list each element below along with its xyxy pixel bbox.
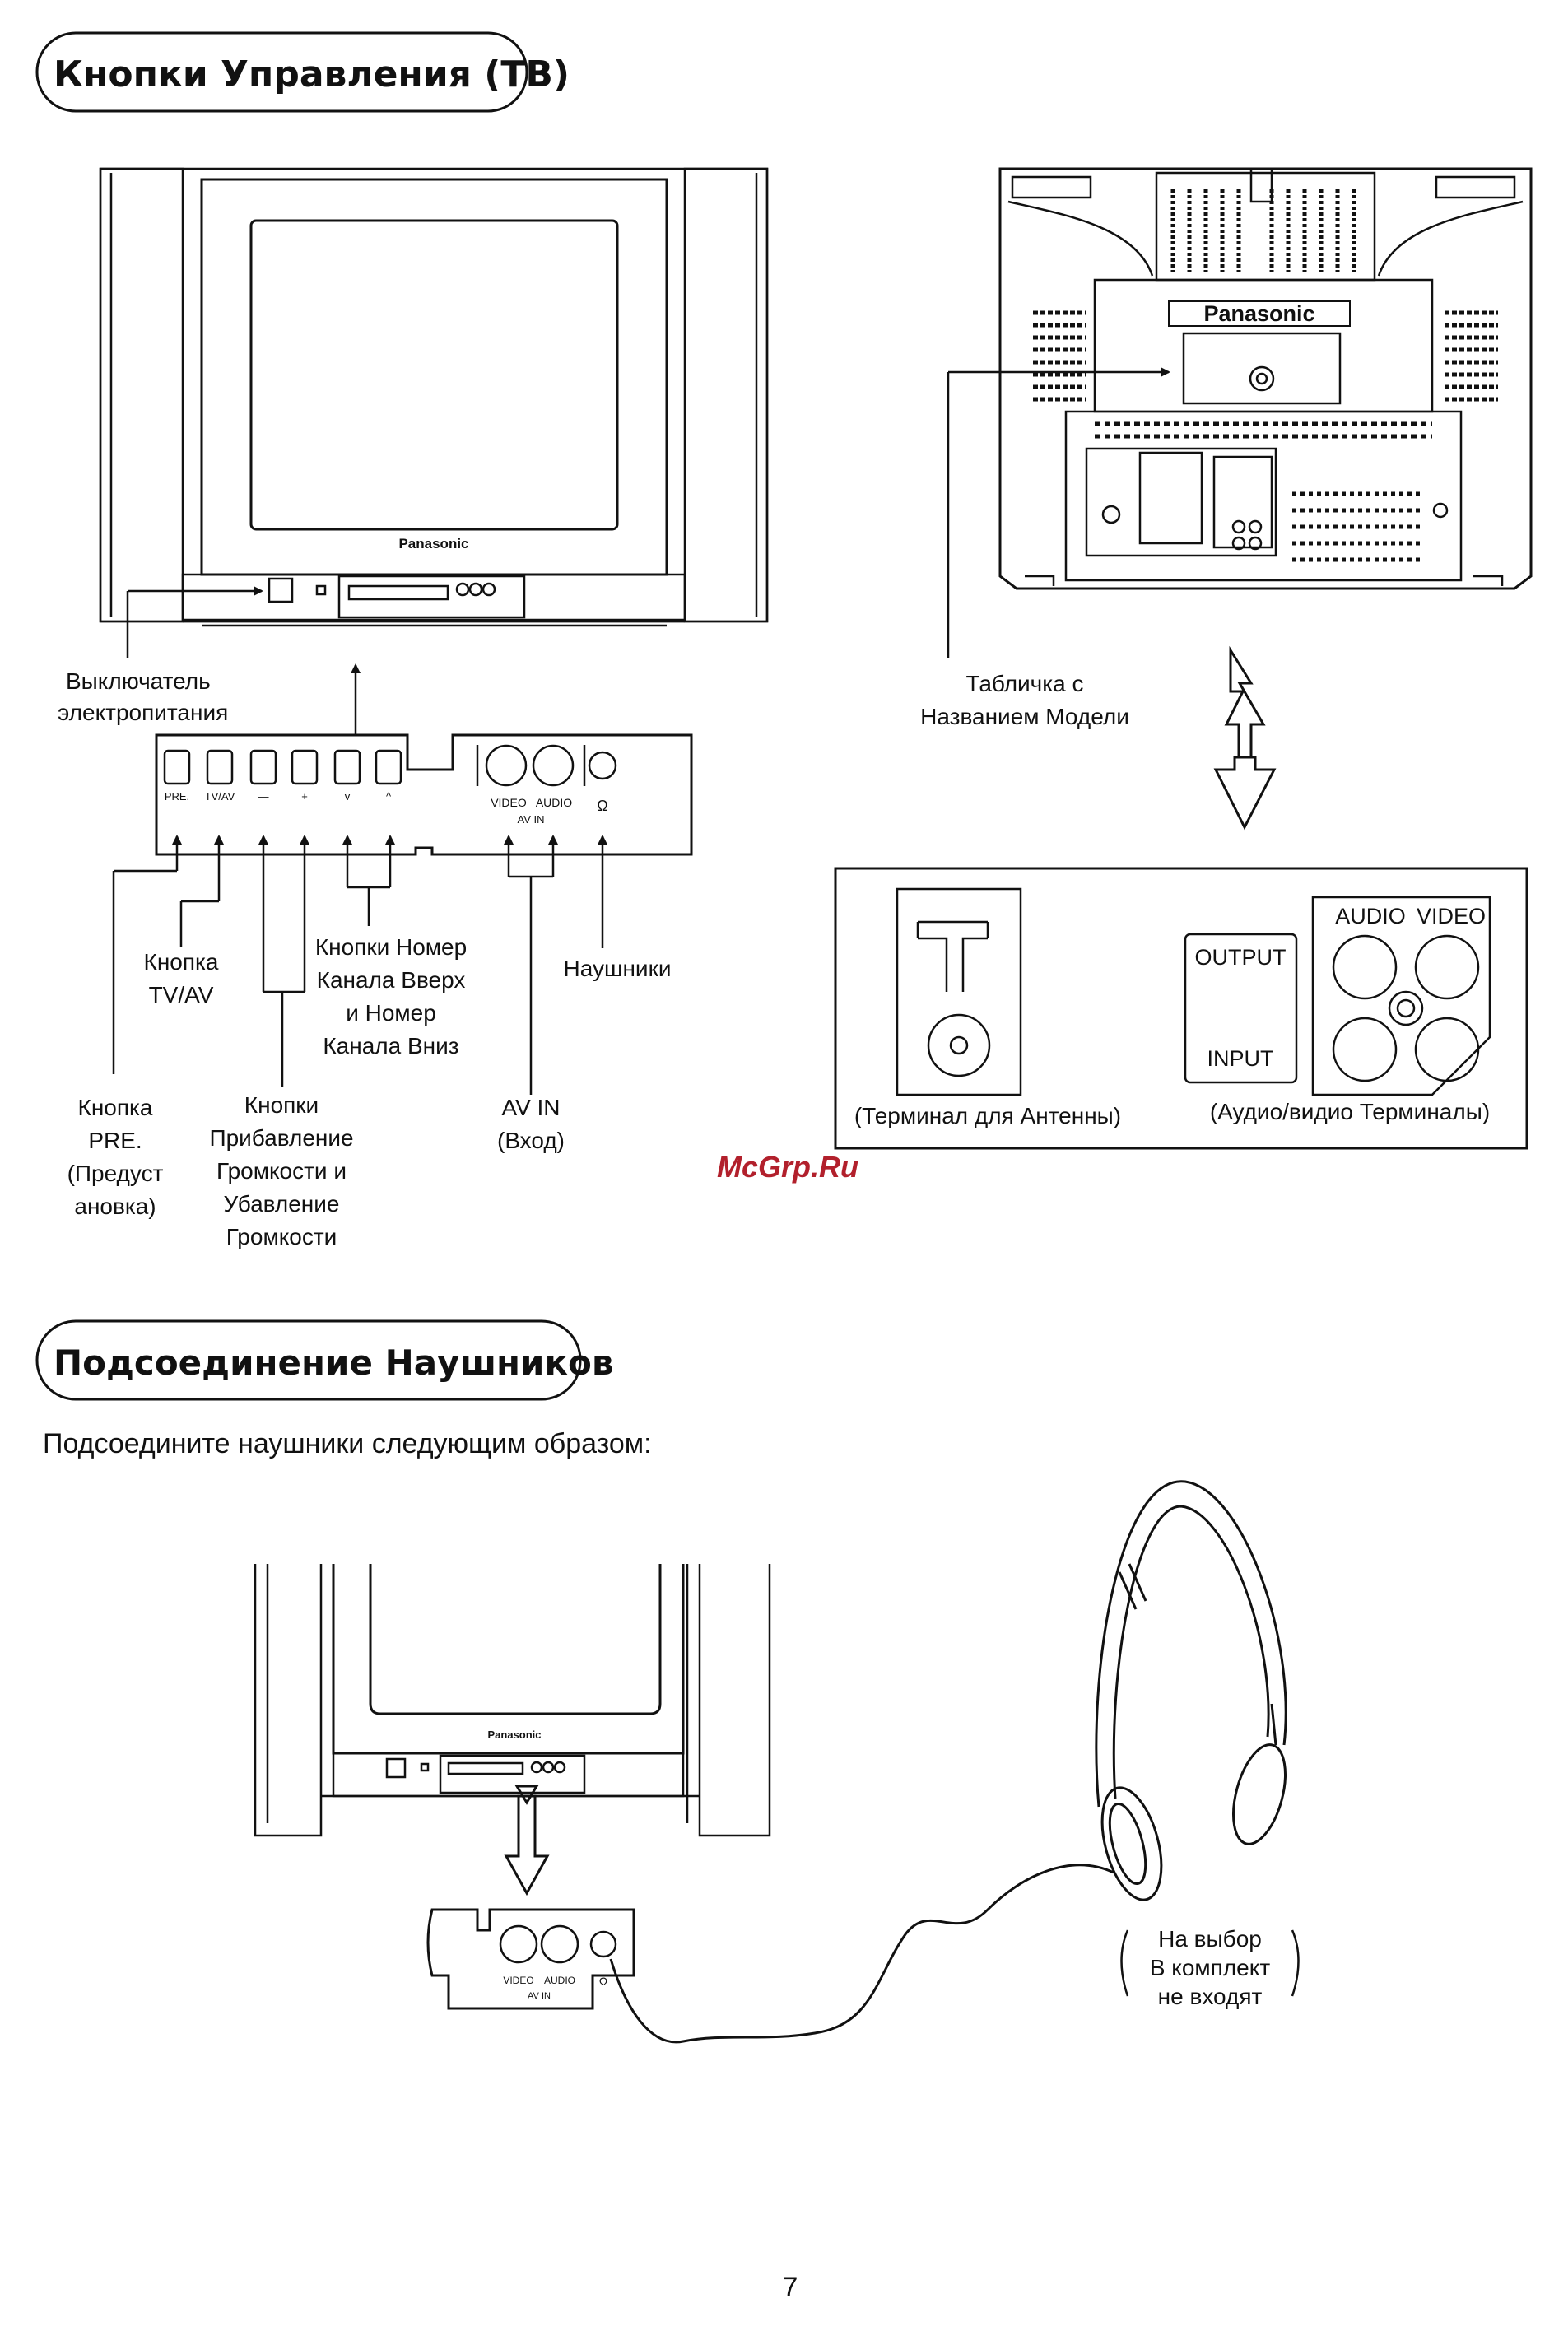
channel-label-4: Канала Вниз [323, 1033, 458, 1059]
panel-jack-video [485, 744, 528, 787]
panel-label-video: VIDEO [491, 796, 527, 809]
terminal-output-label: OUTPUT [1195, 945, 1287, 970]
model-plate-label-1: Табличка с [966, 671, 1084, 696]
pre-label-1: Кнопка [78, 1095, 153, 1120]
panel-label-tvav: TV/AV [205, 790, 235, 803]
panel-label-voldown: — [258, 790, 269, 803]
section2-instruction: Подсоедините наушники следующим образом: [43, 1428, 652, 1459]
pre-label-3: (Предуст [67, 1161, 164, 1186]
volume-label-4: Убавление [224, 1191, 340, 1217]
panel-jack-phones [588, 751, 617, 780]
panel-label-chup: ^ [386, 790, 392, 803]
closeup-label-video: VIDEO [503, 1975, 533, 1986]
control-panel-drawing [155, 733, 693, 856]
headphones-note-1: На выбор [1158, 1926, 1262, 1952]
tv-lower-drawing [254, 1564, 771, 1896]
headphones-note-3: не входят [1158, 1984, 1263, 2009]
tv-front-brand: Panasonic [398, 536, 468, 551]
volume-label-3: Громкости и [216, 1158, 347, 1184]
tv-back-drawing [998, 167, 1533, 590]
terminal-audio-label: AUDIO [1335, 904, 1406, 928]
panel-label-volup: + [301, 790, 308, 803]
section1-title-frame [35, 31, 528, 113]
power-switch-label-2: электропитания [58, 700, 228, 725]
panel-button-chup [375, 749, 402, 785]
antenna-terminal-caption: (Терминал для Антенны) [854, 1103, 1121, 1128]
volume-label-1: Кнопки [244, 1092, 319, 1118]
panel-button-voldown [249, 749, 277, 785]
terminal-video-label: VIDEO [1417, 904, 1486, 928]
section1-title: Кнопки Управления (ТВ) [54, 54, 570, 95]
tv-back-brand: Panasonic [1203, 301, 1314, 326]
output-input-terminal [1184, 933, 1298, 1084]
panel-label-chdown: v [345, 790, 351, 803]
note-bracket-right [1291, 1929, 1300, 1997]
note-bracket-left [1120, 1929, 1129, 1997]
avin-label-1: AV IN [501, 1095, 560, 1120]
volume-label-5: Громкости [226, 1224, 337, 1249]
panel-button-volup [291, 749, 319, 785]
model-plate-label-2: Названием Модели [920, 704, 1129, 729]
tv-front-drawing [99, 167, 769, 627]
watermark: McGrp.Ru [717, 1150, 858, 1184]
panel-closeup-drawing [426, 1908, 635, 2010]
panel-jack-audio [532, 744, 575, 787]
page-number: 7 [783, 2272, 798, 2303]
panel-label-avin: AV IN [518, 813, 545, 826]
closeup-label-avin: AV IN [528, 1991, 551, 2001]
section2-title: Подсоединение Наушников [54, 1343, 613, 1383]
tv-lower-brand: Panasonic [487, 1729, 541, 1741]
terminal-box-drawing [834, 867, 1528, 1150]
panel-button-chdown [333, 749, 361, 785]
av-terminal-caption: (Аудио/видио Терминалы) [1210, 1099, 1490, 1124]
channel-label-3: и Номер [346, 1000, 436, 1026]
panel-button-pre [163, 749, 191, 785]
power-switch-label-1: Выключатель [66, 668, 211, 694]
antenna-terminal [896, 887, 1022, 1096]
panel-button-tvav [206, 749, 234, 785]
headphone-jack-icon: Ω [597, 798, 607, 814]
terminal-input-label: INPUT [1207, 1046, 1274, 1071]
channel-label-2: Канала Вверх [317, 967, 466, 993]
tv-back-brand-plate [1168, 300, 1351, 327]
closeup-phones-icon: Ω [599, 1975, 607, 1988]
panel-label-audio: AUDIO [536, 796, 572, 809]
channel-label-1: Кнопки Номер [315, 934, 467, 960]
headphones-label: Наушники [564, 956, 672, 981]
avin-label-2: (Вход) [497, 1128, 565, 1153]
tvav-label-2: TV/AV [149, 982, 214, 1007]
volume-label-2: Прибавление [209, 1125, 353, 1151]
headphones-note-2: В комплект [1150, 1955, 1270, 1980]
pre-label-4: ановка) [74, 1194, 156, 1219]
panel-label-pre: PRE. [165, 790, 189, 803]
tvav-label-1: Кнопка [144, 949, 219, 975]
callout-lines [112, 367, 1170, 1095]
zoom-arrow-icon [1213, 645, 1277, 831]
headphones-icon [609, 1480, 1287, 2044]
pre-label-2: PRE. [88, 1128, 142, 1153]
closeup-label-audio: AUDIO [544, 1975, 575, 1986]
section2-title-frame [35, 1319, 582, 1401]
